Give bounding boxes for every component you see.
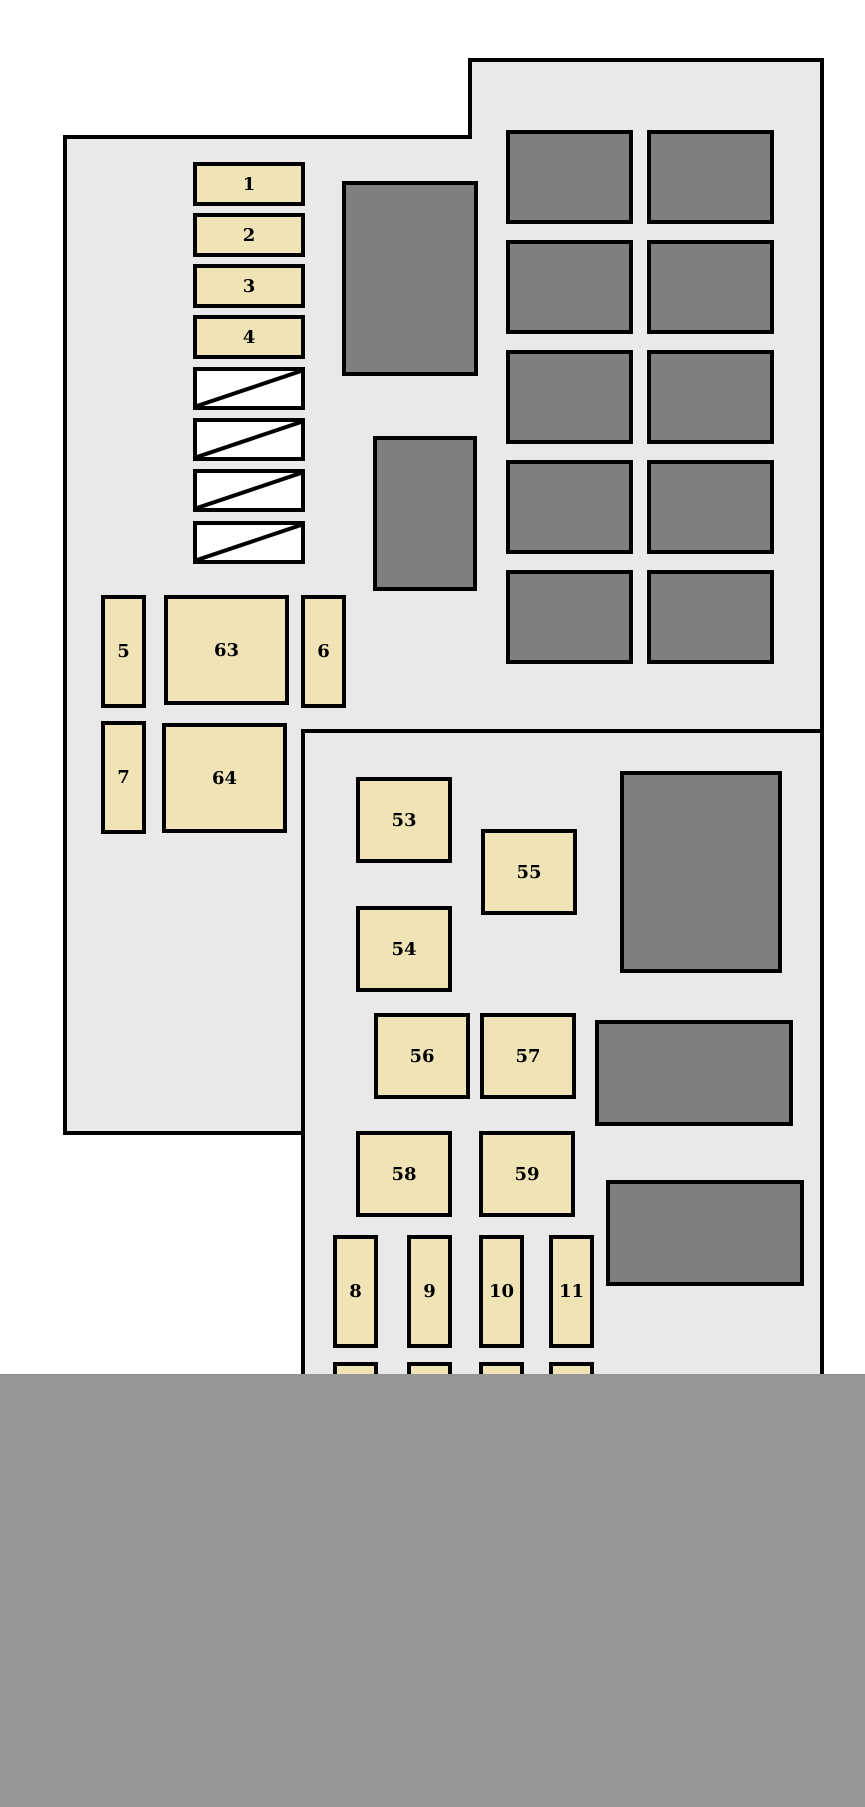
fuse-55: 55 <box>481 829 577 915</box>
relay-wide-lower-2 <box>606 1180 804 1286</box>
fuse-label: 10 <box>488 1281 515 1302</box>
fuse-10: 10 <box>479 1235 524 1348</box>
spare-slot-1 <box>193 367 305 410</box>
fuse-label: 6 <box>317 641 330 662</box>
relay-wide-lower-1 <box>595 1020 793 1126</box>
fuse-5: 5 <box>101 595 146 708</box>
relay-grid-r4c1 <box>506 460 633 554</box>
relay-grid-r3c1 <box>506 350 633 444</box>
fuse-label: 57 <box>515 1045 541 1067</box>
relay-large-upper <box>342 181 478 376</box>
fuse-label: 58 <box>391 1163 417 1185</box>
fuse-64: 64 <box>162 723 287 833</box>
relay-grid-r3c2 <box>647 350 774 444</box>
fuse-label: 4 <box>242 326 256 348</box>
fuse-58: 58 <box>356 1131 452 1217</box>
fuse-9: 9 <box>407 1235 452 1348</box>
fuse-53: 53 <box>356 777 452 863</box>
fuse-label: 2 <box>242 224 256 246</box>
fuse-63: 63 <box>164 595 289 705</box>
fuse-label: 63 <box>213 639 240 661</box>
relay-grid-r2c1 <box>506 240 633 334</box>
fuse-56: 56 <box>374 1013 470 1099</box>
fuse-4: 4 <box>193 315 305 359</box>
relay-grid-r2c2 <box>647 240 774 334</box>
fuse-2: 2 <box>193 213 305 257</box>
fuse-label: 64 <box>211 767 238 789</box>
fuse-7: 7 <box>101 721 146 834</box>
relay-medium-upper <box>373 436 477 591</box>
fuse-6: 6 <box>301 595 346 708</box>
fuse-label: 7 <box>117 767 130 788</box>
relay-grid-r1c1 <box>506 130 633 224</box>
fuse-57: 57 <box>480 1013 576 1099</box>
fuse-label: 3 <box>242 275 256 297</box>
spare-slot-2 <box>193 418 305 461</box>
fuse-label: 1 <box>242 173 256 195</box>
bottom-block <box>0 1374 865 1807</box>
fuse-label: 56 <box>409 1045 435 1067</box>
fuse-11: 11 <box>549 1235 594 1348</box>
fuse-1: 1 <box>193 162 305 206</box>
fuse-3: 3 <box>193 264 305 308</box>
relay-large-lower <box>620 771 782 973</box>
fuse-label: 8 <box>349 1281 362 1302</box>
fuse-59: 59 <box>479 1131 575 1217</box>
fuse-label: 5 <box>117 641 130 662</box>
spare-slot-3 <box>193 469 305 512</box>
fuse-8: 8 <box>333 1235 378 1348</box>
spare-slot-4 <box>193 521 305 564</box>
relay-grid-r5c1 <box>506 570 633 664</box>
relay-grid-r4c2 <box>647 460 774 554</box>
relay-grid-r5c2 <box>647 570 774 664</box>
fuse-label: 55 <box>516 861 542 883</box>
fuse-label: 59 <box>514 1163 540 1185</box>
fuse-label: 53 <box>391 809 417 831</box>
fuse-label: 11 <box>558 1281 585 1302</box>
fuse-label: 54 <box>391 938 417 960</box>
fuse-label: 9 <box>423 1281 436 1302</box>
relay-grid-r1c2 <box>647 130 774 224</box>
fuse-54: 54 <box>356 906 452 992</box>
